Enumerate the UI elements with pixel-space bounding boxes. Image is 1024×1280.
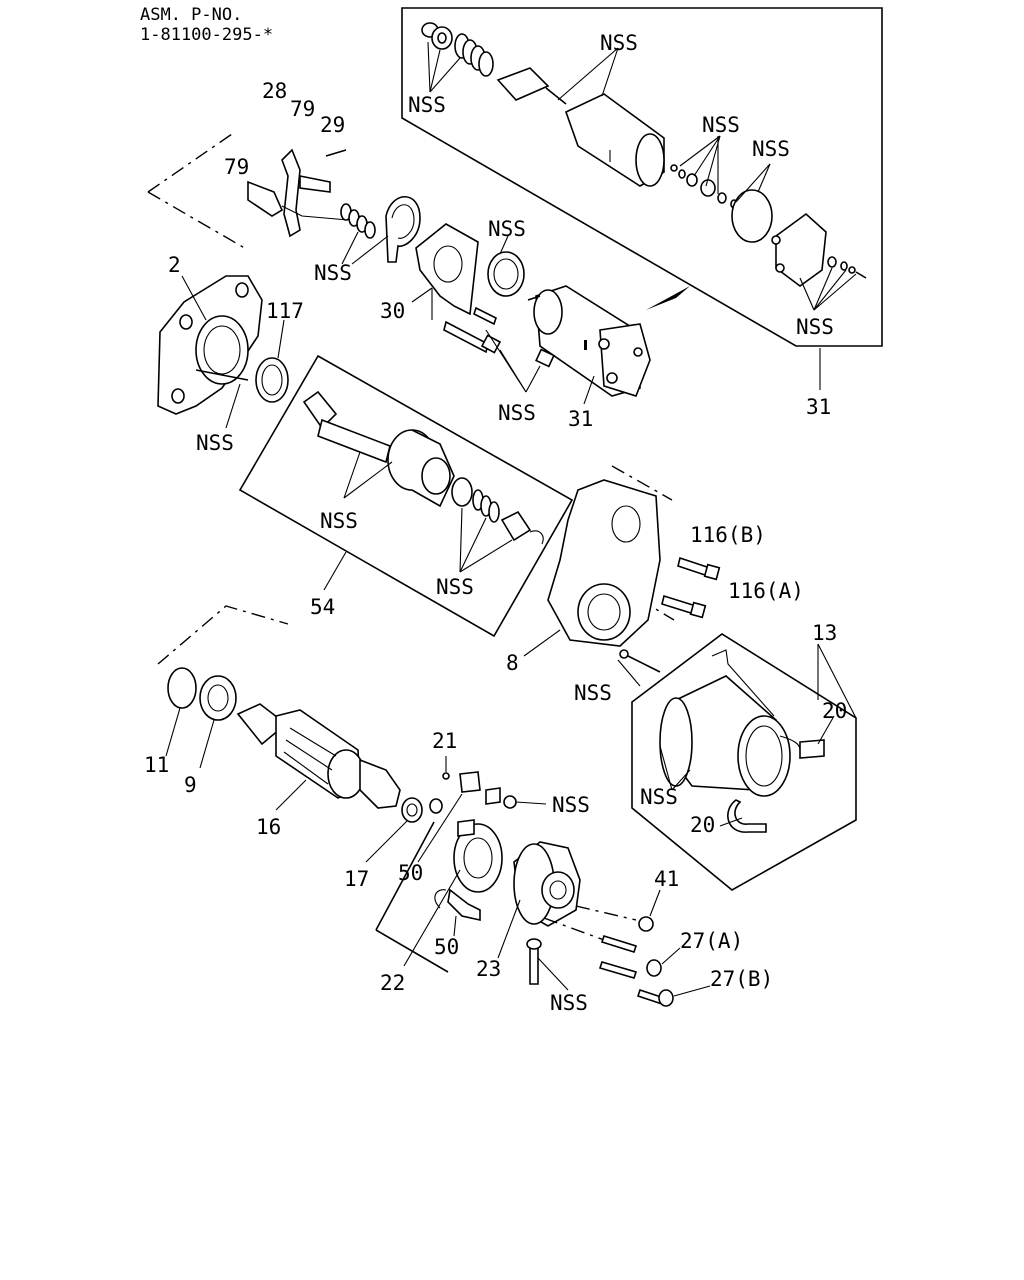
- label-nss: NSS: [702, 113, 740, 137]
- solenoid-assembly: [411, 223, 690, 405]
- shift-lever-group: [147, 133, 421, 265]
- end-cover-group: [497, 841, 711, 1007]
- label-27b: 27(B): [710, 967, 773, 991]
- label-28: 28: [262, 79, 287, 103]
- armature-group: [157, 605, 443, 863]
- label-nss: NSS: [408, 93, 446, 117]
- label-117: 117: [266, 299, 304, 323]
- label-79: 79: [224, 155, 249, 179]
- label-nss: NSS: [314, 261, 352, 285]
- label-11: 11: [144, 753, 169, 777]
- pinion-clutch-group: [238, 354, 574, 638]
- asm-part-number: 1-81100-295-*: [140, 25, 273, 45]
- label-23: 23: [476, 957, 501, 981]
- label-30: 30: [380, 299, 405, 323]
- label-2: 2: [168, 253, 181, 277]
- label-8: 8: [506, 651, 519, 675]
- brush-holder-group: [375, 756, 547, 973]
- label-nss: NSS: [574, 681, 612, 705]
- label-41: 41: [654, 867, 679, 891]
- label-nss: NSS: [436, 575, 474, 599]
- label-31: 31: [806, 395, 831, 419]
- label-79: 79: [290, 97, 315, 121]
- label-9: 9: [184, 773, 197, 797]
- label-nss: NSS: [752, 137, 790, 161]
- label-17: 17: [344, 867, 369, 891]
- label-nss: NSS: [498, 401, 536, 425]
- label-20: 20: [822, 699, 847, 723]
- callout-labels: NSS NSS NSS NSS NSS 31 28 79 29 79 NSS N…: [144, 31, 847, 1015]
- label-116a: 116(A): [728, 579, 804, 603]
- label-nss: NSS: [320, 509, 358, 533]
- label-50: 50: [434, 935, 459, 959]
- label-54: 54: [310, 595, 335, 619]
- label-116b: 116(B): [690, 523, 766, 547]
- label-21: 21: [432, 729, 457, 753]
- front-housing: [157, 275, 289, 429]
- label-27a: 27(A): [680, 929, 743, 953]
- label-nss: NSS: [550, 991, 588, 1015]
- label-nss: NSS: [552, 793, 590, 817]
- label-nss: NSS: [488, 217, 526, 241]
- label-50: 50: [398, 861, 423, 885]
- label-16: 16: [256, 815, 281, 839]
- label-nss: NSS: [600, 31, 638, 55]
- label-20: 20: [690, 813, 715, 837]
- solenoid-breakdown-box: [401, 7, 883, 390]
- label-22: 22: [380, 971, 405, 995]
- label-nss: NSS: [796, 315, 834, 339]
- label-31: 31: [568, 407, 593, 431]
- label-13: 13: [812, 621, 837, 645]
- yoke-group: [617, 633, 857, 891]
- asm-heading: ASM. P-NO.: [140, 5, 242, 25]
- center-housing: [523, 465, 721, 657]
- label-nss: NSS: [640, 785, 678, 809]
- label-29: 29: [320, 113, 345, 137]
- label-nss: NSS: [196, 431, 234, 455]
